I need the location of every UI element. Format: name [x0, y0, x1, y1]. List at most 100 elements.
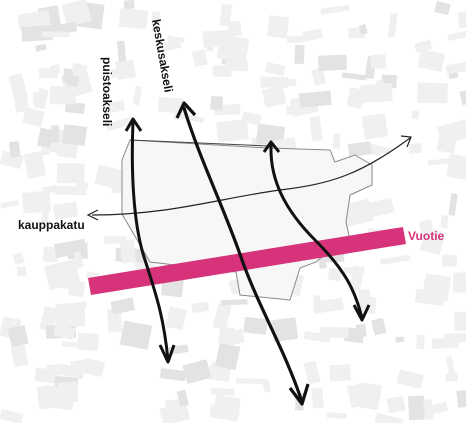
- building-footprint: [10, 344, 29, 368]
- building-footprint: [119, 320, 153, 350]
- building-footprint: [326, 412, 347, 419]
- building-footprint: [286, 35, 304, 44]
- building-footprint: [441, 254, 458, 267]
- building-footprint: [452, 272, 466, 294]
- building-footprint: [419, 227, 446, 256]
- building-footprint: [156, 39, 182, 53]
- building-footprint: [57, 381, 79, 404]
- building-footprint: [41, 146, 50, 156]
- building-footprint: [77, 332, 100, 351]
- building-footprint: [61, 341, 85, 348]
- building-footprint: [355, 384, 366, 406]
- building-footprint: [448, 193, 458, 216]
- building-footprint: [118, 7, 149, 30]
- building-footprint: [73, 251, 84, 269]
- building-footprint: [49, 64, 61, 75]
- building-footprint: [432, 337, 459, 349]
- building-footprint: [211, 387, 235, 396]
- building-footprint: [216, 34, 250, 63]
- building-footprint: [55, 185, 87, 196]
- puistoakseli-arrow: [130, 120, 170, 362]
- east-axis-arrowhead-top: [262, 140, 281, 153]
- building-footprint: [408, 143, 422, 154]
- building-footprint: [114, 59, 137, 81]
- puistoakseli-arrowhead-bottom: [158, 344, 176, 364]
- building-footprint: [370, 54, 387, 69]
- building-footprint: [212, 394, 241, 422]
- keskusakseli-arrowhead-bottom: [288, 383, 310, 406]
- building-footprint: [380, 254, 411, 265]
- building-footprint: [42, 246, 59, 263]
- building-footprint: [311, 67, 327, 86]
- building-footprint: [75, 181, 89, 189]
- building-footprint: [264, 61, 286, 77]
- building-footprint: [436, 119, 466, 145]
- building-footprint: [275, 78, 297, 88]
- building-footprint: [395, 336, 405, 343]
- building-footprint: [176, 389, 190, 407]
- building-footprint: [53, 201, 79, 220]
- building-footprint: [447, 29, 466, 41]
- building-footprint: [347, 141, 372, 157]
- building-footprint: [329, 364, 352, 382]
- building-footprint: [371, 317, 387, 336]
- building-footprint: [309, 115, 323, 142]
- building-footprint: [327, 267, 343, 282]
- building-footprint: [271, 317, 299, 342]
- building-footprint: [445, 62, 466, 74]
- building-footprint: [373, 412, 403, 423]
- building-footprint: [51, 184, 59, 192]
- building-footprint: [236, 378, 268, 385]
- building-footprint: [53, 264, 77, 289]
- bold-arrows: [124, 101, 371, 406]
- building-footprint: [12, 86, 30, 113]
- building-footprint: [303, 331, 331, 343]
- building-footprint: [358, 23, 368, 35]
- label-kauppakatu: kauppakatu: [18, 218, 85, 232]
- building-footprint: [346, 87, 365, 109]
- building-footprint: [218, 326, 236, 346]
- building-footprint: [267, 15, 290, 39]
- label-keskusakseli: keskusakseli: [149, 18, 176, 93]
- building-footprint: [62, 124, 88, 146]
- building-footprint: [17, 10, 51, 31]
- building-footprint: [210, 96, 223, 111]
- building-footprint: [423, 399, 435, 420]
- building-footprint: [61, 0, 92, 27]
- building-footprint: [360, 83, 393, 104]
- keskusakseli-arrowhead-top: [175, 101, 197, 119]
- building-footprint: [21, 190, 52, 214]
- building-footprint: [119, 238, 137, 264]
- building-footprint: [224, 122, 234, 142]
- label-vuotie: Vuotie: [408, 229, 445, 243]
- building-footprint: [16, 266, 27, 277]
- building-footprint: [151, 11, 160, 32]
- building-footprint: [294, 44, 305, 65]
- building-footprint: [62, 68, 74, 83]
- building-footprint: [50, 145, 76, 157]
- building-footprint: [55, 303, 86, 327]
- building-footprint: [219, 3, 233, 27]
- building-footprint: [456, 389, 466, 408]
- building-footprint: [440, 214, 449, 229]
- building-footprint: [358, 289, 371, 310]
- building-footprint: [192, 49, 208, 67]
- building-footprint: [51, 125, 60, 143]
- building-footprint: [22, 107, 45, 127]
- building-footprint: [214, 342, 241, 371]
- building-footprint: [417, 82, 448, 104]
- building-footprint: [110, 297, 136, 315]
- building-footprint: [0, 199, 19, 209]
- building-footprint: [133, 85, 143, 106]
- building-footprint: [166, 35, 185, 44]
- building-footprint: [363, 197, 395, 219]
- building-footprint: [422, 273, 452, 302]
- building-footprint: [241, 111, 262, 126]
- building-footprint: [430, 401, 449, 415]
- building-footprint: [116, 40, 127, 62]
- building-footprint: [445, 356, 456, 379]
- building-footprint: [35, 43, 47, 52]
- building-footprint: [386, 395, 406, 414]
